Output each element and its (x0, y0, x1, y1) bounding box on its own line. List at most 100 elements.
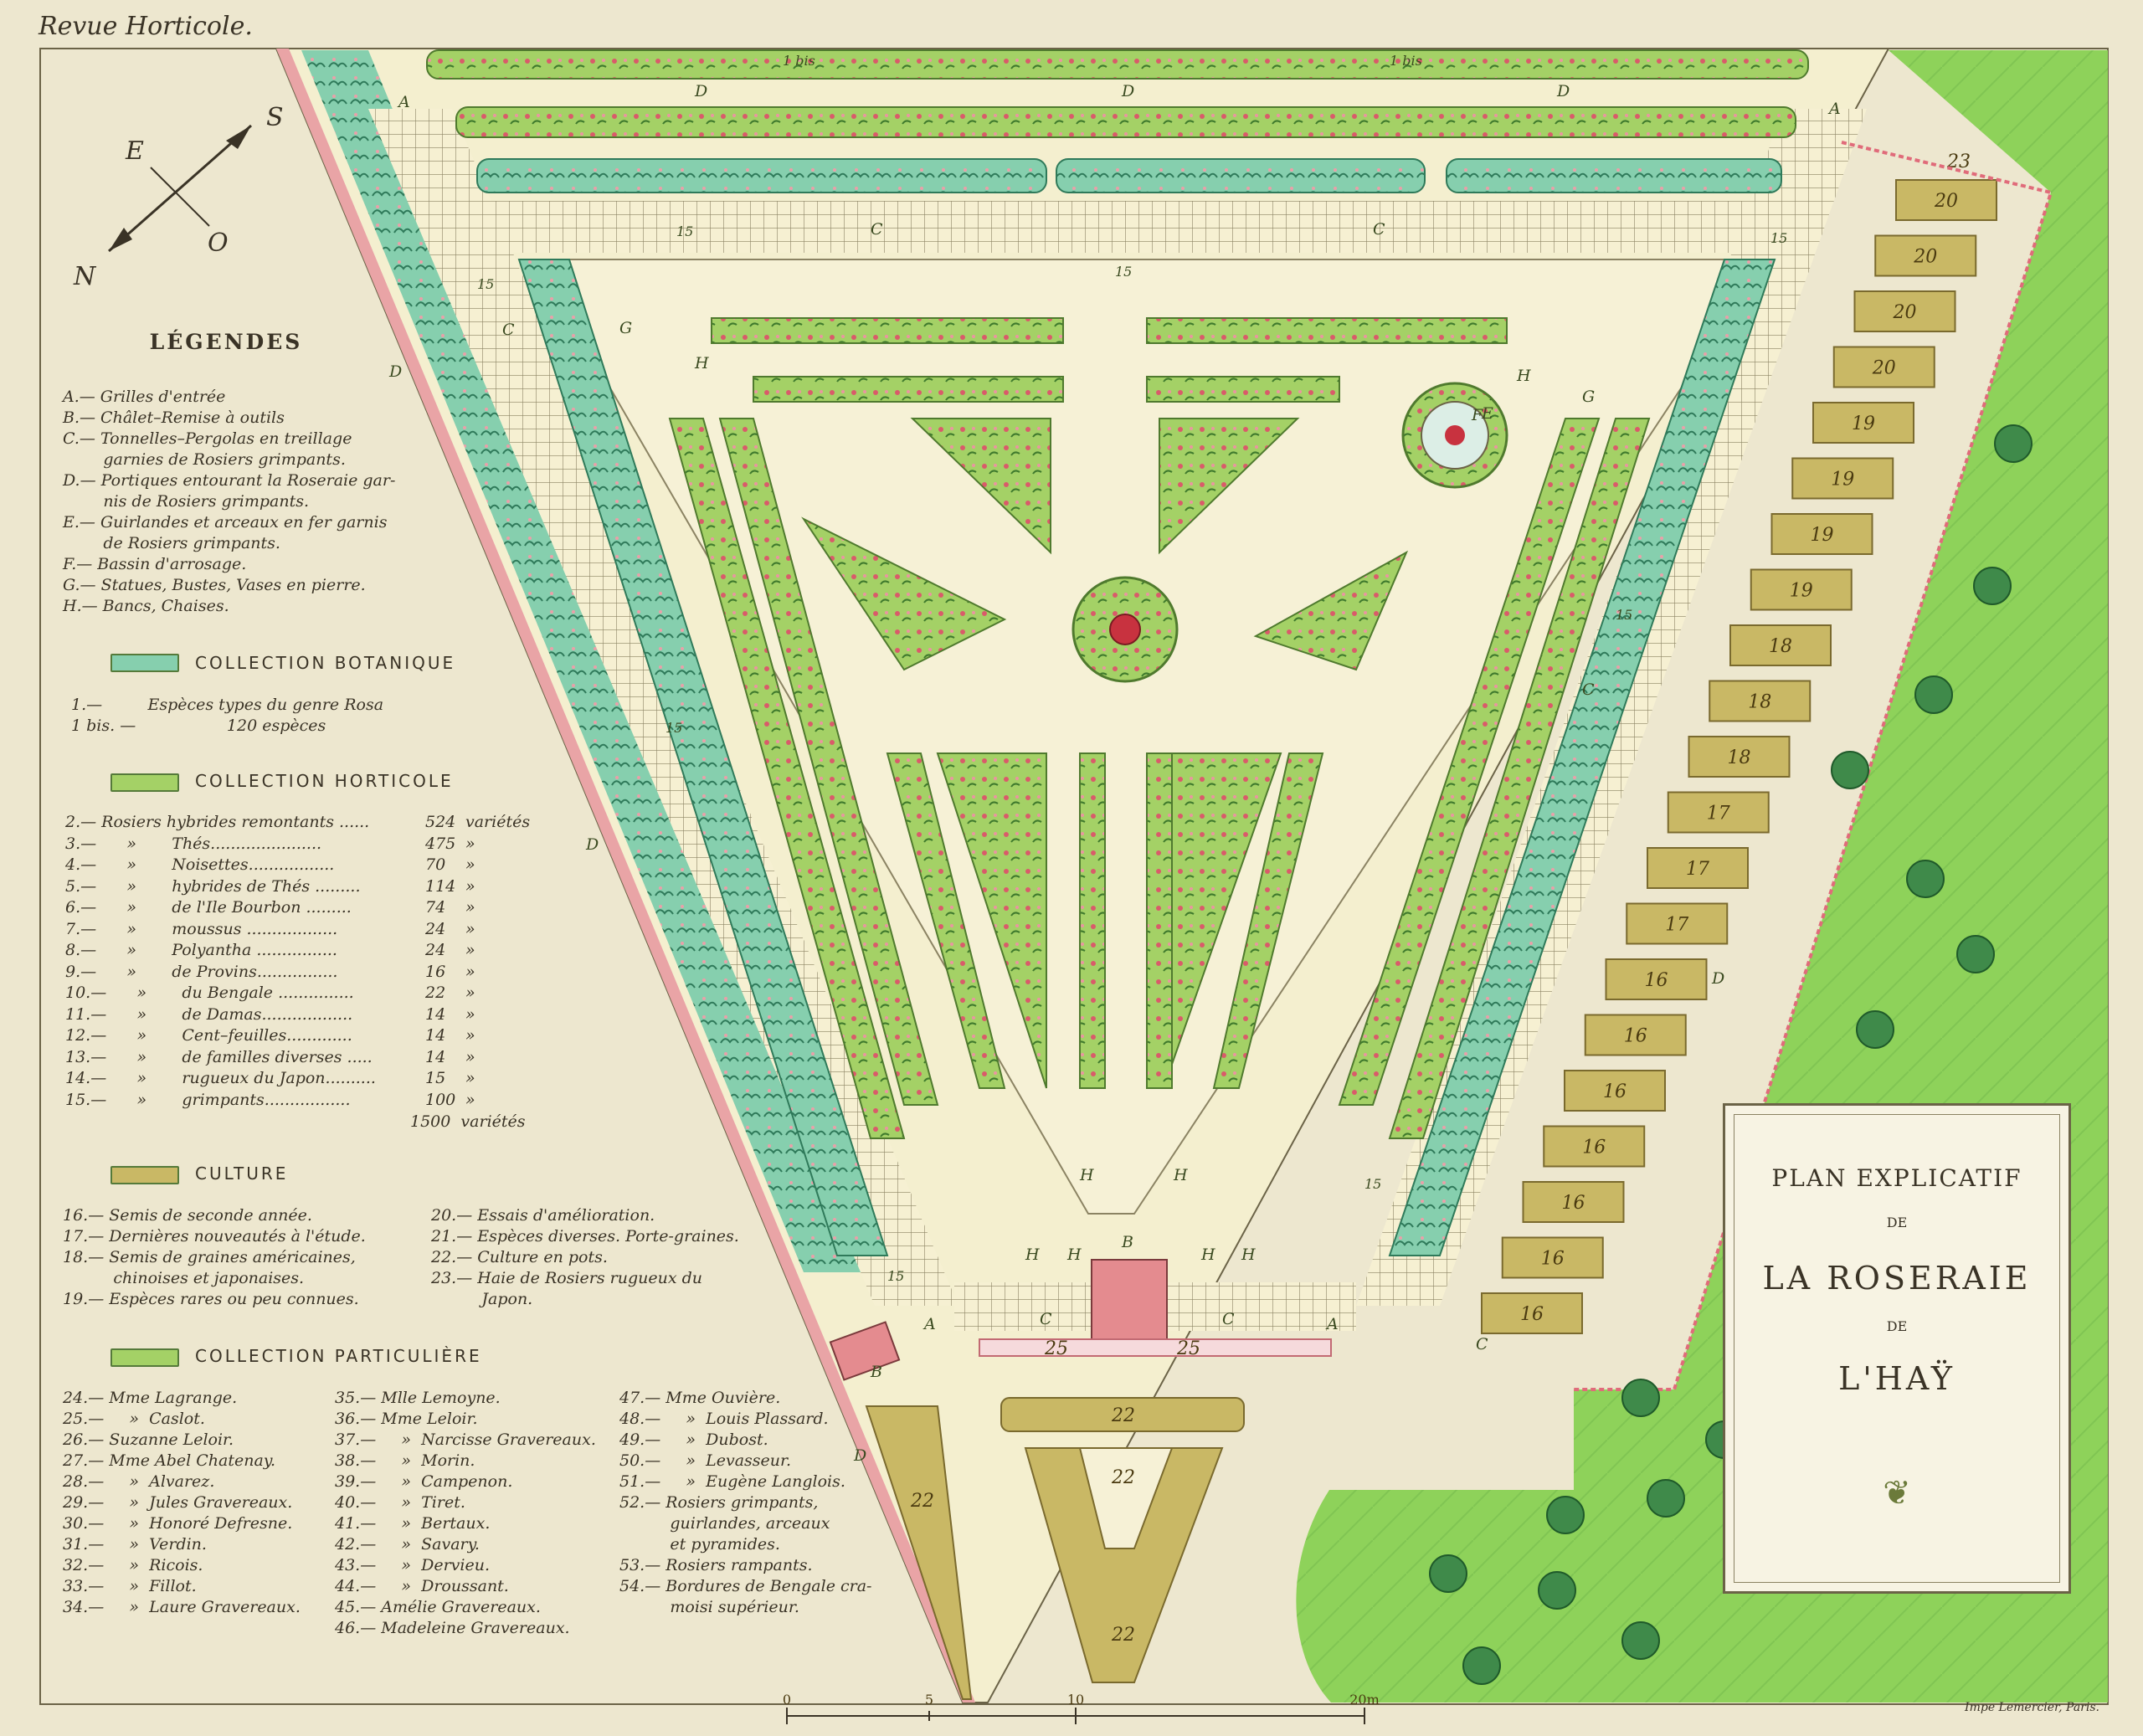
scale-label: 10 (1067, 1692, 1084, 1708)
culture-bed-number: 18 (1769, 636, 1792, 657)
culture-bed: 19 (1770, 513, 1873, 555)
row-unit: » (465, 919, 475, 938)
row-name: 13.— » de familles diverses ..... (65, 1047, 373, 1066)
legend-line: 32.— » Ricois. (63, 1556, 203, 1574)
particuliere-col1: 24.— Mme Lagrange.25.— » Caslot.26.— Suz… (63, 1388, 301, 1618)
plan-letter-h: H (694, 354, 709, 372)
horticole-row: 10.— » du Bengale ...............22» (65, 983, 475, 1004)
legend-line: 45.— Amélie Gravereaux. (335, 1598, 541, 1616)
plan-bed-number: 15 (676, 223, 693, 239)
plan-letter-d: D (1556, 82, 1570, 100)
culture-bed: 16 (1584, 1014, 1687, 1056)
legend-line: 30.— » Honoré Defresne. (63, 1514, 293, 1533)
plan-letter-d: D (388, 362, 402, 381)
legend-line: 39.— » Campenon. (335, 1472, 513, 1491)
legend-line: 41.— » Bertaux. (335, 1514, 491, 1533)
compass: S E N O (73, 103, 284, 291)
plan-letter-c: C (1222, 1310, 1235, 1328)
plan-letter-a: A (1325, 1315, 1339, 1333)
legend-line: 20.— Essais d'amélioration. (431, 1206, 655, 1225)
legend-line: 21.— Espèces diverses. Porte-graines. (431, 1227, 739, 1246)
horticole-row: 11.— » de Damas..................14» (65, 1004, 475, 1026)
plan-letter-e: E (1481, 404, 1493, 423)
row-name: 9.— » de Provins................ (65, 962, 338, 981)
plan-bis-label: 1 bis (783, 53, 815, 69)
culture-bed-number: 20 (1934, 191, 1958, 212)
pot-number: 22 (910, 1491, 934, 1512)
plan-letter-d: D (853, 1446, 866, 1465)
culture-bed: 17 (1647, 847, 1749, 889)
plan-letter-h: H (1516, 367, 1531, 385)
plan-letter-a: A (922, 1315, 936, 1333)
legend-line: C.— Tonnelles–Pergolas en treillage (63, 429, 352, 448)
botanique-lines: 1.— Espèces types du genre Rosa 1 bis. —… (71, 695, 383, 737)
row-name: 15.— » grimpants................. (65, 1090, 351, 1109)
culture-bed-number: 16 (1541, 1249, 1565, 1270)
row-name: 10.— » du Bengale ............... (65, 984, 354, 1002)
pot-number: 22 (1111, 1467, 1135, 1488)
culture-bed-number: 19 (1811, 525, 1834, 546)
plan-letter-h: H (1079, 1166, 1094, 1184)
legend-line: 38.— » Morin. (335, 1451, 475, 1470)
culture-bed-number: 19 (1852, 413, 1875, 434)
culture-right: 20.— Essais d'amélioration. 21.— Espèces… (431, 1205, 739, 1310)
tree-icon (1856, 1010, 1894, 1049)
legend-line: 16.— Semis de seconde année. (63, 1206, 312, 1225)
plan-letter-d: D (1121, 82, 1134, 100)
legend-line: nis de Rosiers grimpants. (63, 492, 310, 511)
tree-icon (1546, 1496, 1585, 1534)
section-botanique: COLLECTION BOTANIQUE (195, 653, 456, 673)
plan-letter-b: B (870, 1363, 882, 1381)
compass-e: E (125, 136, 144, 166)
pergola-top (452, 201, 1758, 253)
row-name: 14.— » rugueux du Japon.......... (65, 1069, 376, 1087)
section-particuliere: COLLECTION PARTICULIÈRE (195, 1346, 482, 1366)
culture-bed: 19 (1791, 457, 1894, 500)
horticole-row: 14.— » rugueux du Japon..........15» (65, 1068, 475, 1090)
legend-line: de Rosiers grimpants. (63, 534, 280, 552)
compass-o: O (208, 229, 229, 258)
horticole-row: 12.— » Cent–feuilles.............14» (65, 1025, 475, 1047)
row-count: 100 (425, 1090, 456, 1109)
horticole-row: 2.— Rosiers hybrides remontants ......52… (65, 812, 530, 834)
legend-line: 27.— Mme Abel Chatenay. (63, 1451, 276, 1470)
culture-bed: 16 (1501, 1236, 1604, 1279)
horticole-row: 9.— » de Provins................16» (65, 962, 475, 984)
tree-icon (1429, 1554, 1467, 1593)
row-unit: » (465, 984, 475, 1002)
legend-title: LÉGENDES (149, 330, 303, 354)
culture-bed-number: 16 (1603, 1081, 1627, 1102)
legend-line: guirlandes, arceaux (619, 1514, 830, 1533)
legend-line: 51.— » Eugène Langlois. (619, 1472, 845, 1491)
plan-bed-number: 15 (1770, 230, 1787, 246)
particuliere-col3: 47.— Mme Ouvière.48.— » Louis Plassard.4… (619, 1388, 871, 1618)
culture-bed-number: 20 (1913, 247, 1937, 268)
culture-bed: 20 (1874, 234, 1977, 277)
plan-letter-c: C (502, 321, 515, 339)
row-name: 4.— » Noisettes................. (65, 855, 335, 874)
legend-line: G.— Statues, Bustes, Vases en pierre. (63, 576, 366, 594)
legend-line: 54.— Bordures de Bengale cra- (619, 1577, 872, 1595)
row-unit: » (465, 1090, 475, 1109)
plan-bed-number: 15 (1115, 264, 1132, 280)
culture-bed-number: 18 (1748, 692, 1771, 713)
tree-icon (1914, 675, 1953, 714)
plan-letter-a: A (397, 93, 410, 111)
culture-bed: 19 (1812, 402, 1914, 444)
row-unit: » (465, 1047, 475, 1066)
culture-bed-number: 16 (1624, 1026, 1647, 1047)
legend-line: 26.— Suzanne Leloir. (63, 1430, 234, 1449)
horticole-row: 4.— » Noisettes.................70» (65, 855, 475, 876)
radial-beds (517, 259, 1776, 1256)
culture-bed-number: 16 (1582, 1138, 1606, 1158)
plan-bis-label: 1 bis (1390, 53, 1422, 69)
culture-bed: 16 (1605, 958, 1708, 1000)
row-name: 3.— » Thés...................... (65, 834, 322, 853)
row-count: 70 (425, 855, 446, 874)
legend-line: E.— Guirlandes et arceaux en fer garnis (63, 513, 388, 532)
legend-line: 17.— Dernières nouveautés à l'étude. (63, 1227, 366, 1246)
culture-bed: 19 (1750, 568, 1853, 611)
tree-icon (1994, 424, 2033, 463)
legend-line: 47.— Mme Ouvière. (619, 1389, 781, 1407)
